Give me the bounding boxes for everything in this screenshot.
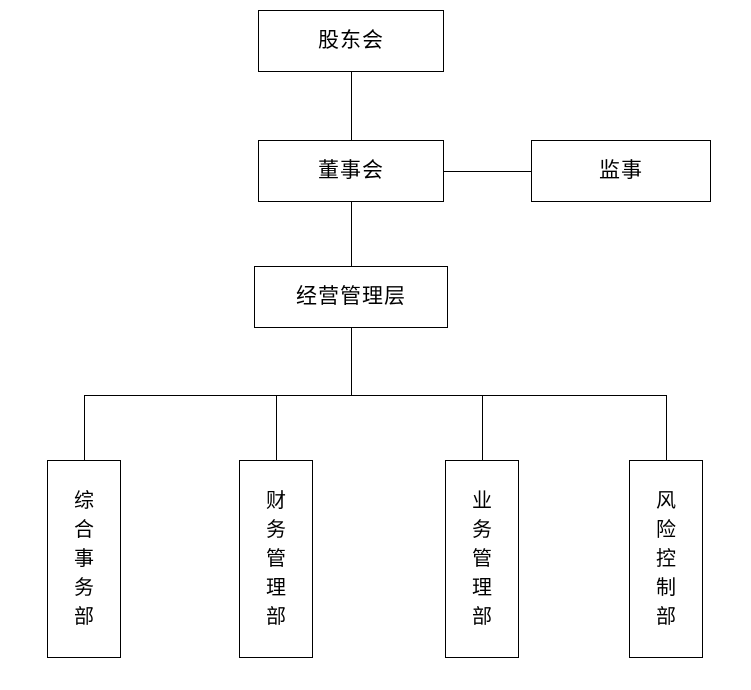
node-label-finance: 财务管理部 bbox=[266, 489, 287, 628]
node-label-risk-control: 风险控制部 bbox=[656, 489, 677, 628]
node-general-affairs[interactable]: 综合事务部 bbox=[47, 460, 121, 658]
connector-bus-to-general-affairs bbox=[84, 395, 85, 460]
node-label-management: 经营管理层 bbox=[296, 284, 406, 309]
connector-management-to-bus bbox=[351, 328, 352, 395]
connector-bus-to-finance bbox=[276, 395, 277, 460]
connector-dept-bus bbox=[84, 395, 666, 396]
node-business[interactable]: 业务管理部 bbox=[445, 460, 519, 658]
node-label-shareholders: 股东会 bbox=[318, 28, 384, 53]
connector-shareholders-to-board bbox=[351, 72, 352, 140]
node-label-business: 业务管理部 bbox=[472, 489, 493, 628]
connector-board-to-management bbox=[351, 202, 352, 266]
node-risk-control[interactable]: 风险控制部 bbox=[629, 460, 703, 658]
node-label-board: 董事会 bbox=[318, 158, 384, 183]
node-board[interactable]: 董事会 bbox=[258, 140, 444, 202]
node-finance[interactable]: 财务管理部 bbox=[239, 460, 313, 658]
node-supervisor[interactable]: 监事 bbox=[531, 140, 711, 202]
connector-bus-to-risk-control bbox=[666, 395, 667, 460]
node-label-general-affairs: 综合事务部 bbox=[74, 489, 95, 628]
connector-board-to-supervisor bbox=[444, 171, 531, 172]
node-label-supervisor: 监事 bbox=[599, 158, 643, 183]
connector-bus-to-business bbox=[482, 395, 483, 460]
node-management[interactable]: 经营管理层 bbox=[254, 266, 448, 328]
node-shareholders[interactable]: 股东会 bbox=[258, 10, 444, 72]
